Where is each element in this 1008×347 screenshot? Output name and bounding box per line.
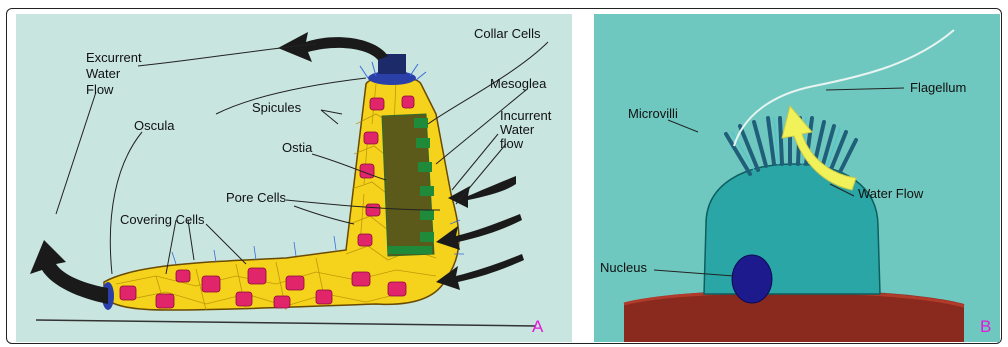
label-incurrent-water-flow-2: Water [500, 122, 535, 137]
label-water-flow: Water Flow [858, 186, 924, 201]
label-incurrent-water-flow-3: flow [500, 136, 524, 151]
label-nucleus: Nucleus [600, 260, 647, 275]
label-microvilli: Microvilli [628, 106, 678, 121]
sponge-illustration: Excurrent Water Flow Oscula Spicules Ost… [16, 14, 572, 342]
label-excurrent-water-flow-2: Water [86, 66, 121, 81]
label-oscula: Oscula [134, 118, 175, 133]
nucleus [732, 255, 772, 303]
panel-a-letter: A [532, 317, 544, 336]
label-pore-cells: Pore Cells [226, 190, 286, 205]
label-collar-cells: Collar Cells [474, 26, 541, 41]
label-covering-cells: Covering Cells [120, 212, 205, 227]
panel-b-letter: B [980, 317, 991, 336]
label-mesoglea: Mesoglea [490, 76, 547, 91]
collar-cell-illustration: Microvilli Flagellum Water Flow Nucleus … [594, 14, 1000, 342]
label-incurrent-water-flow-1: Incurrent [500, 108, 552, 123]
panel-b-collar-cell-diagram: Microvilli Flagellum Water Flow Nucleus … [594, 14, 1000, 342]
label-flagellum: Flagellum [910, 80, 966, 95]
label-excurrent-water-flow-3: Flow [86, 82, 114, 97]
label-excurrent-water-flow-1: Excurrent [86, 50, 142, 65]
panel-a-sponge-diagram: Excurrent Water Flow Oscula Spicules Ost… [16, 14, 572, 342]
label-spicules: Spicules [252, 100, 302, 115]
label-ostia: Ostia [282, 140, 313, 155]
